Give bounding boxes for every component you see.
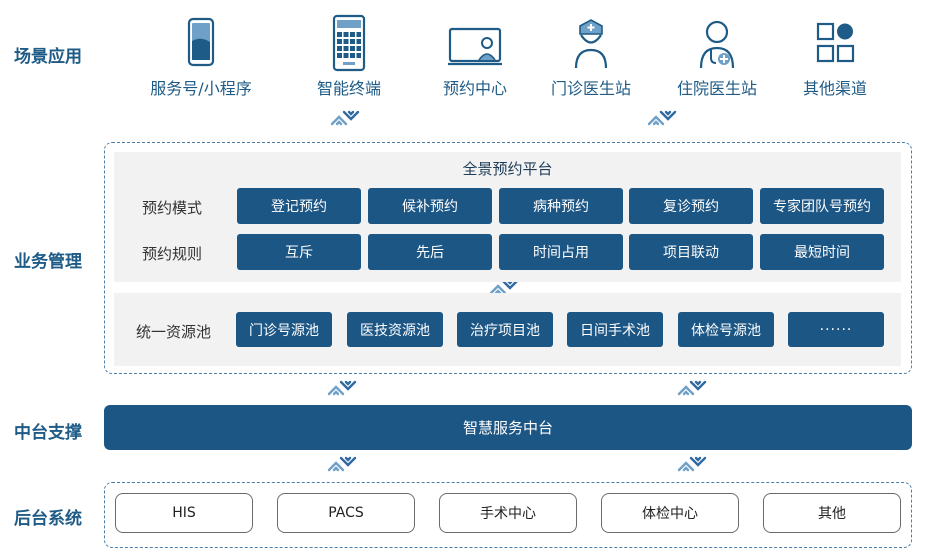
backend-system-surgery-center: 手术中心 (439, 493, 577, 533)
layer-label-business: 业务管理 (14, 252, 82, 272)
rule-tag-item-linkage: 项目联动 (629, 234, 753, 270)
scenario-label: 住院医生站 (676, 79, 757, 98)
monitor-doctor-icon (405, 14, 545, 72)
business-management-container (104, 142, 912, 374)
rule-tag-mutex: 互斥 (237, 234, 361, 270)
layer-label-middle: 中台支撑 (14, 423, 82, 443)
connector-arrow (330, 110, 360, 126)
pool-tag-day-surgery: 日间手术池 (567, 312, 663, 347)
scenario-item-smart-terminal: 智能终端 (279, 14, 419, 99)
scenario-label: 预约中心 (442, 79, 507, 98)
scenario-label: 其他渠道 (802, 79, 867, 98)
terminal-icon (279, 14, 419, 72)
rule-tag-time-occupancy: 时间占用 (499, 234, 623, 270)
scenario-item-inpatient-station: 住院医生站 (647, 14, 787, 99)
booking-rule-label: 预约规则 (142, 245, 203, 263)
scenario-label: 服务号/小程序 (150, 79, 252, 98)
backend-system-pacs: PACS (277, 493, 415, 533)
backend-system-other: 其他 (763, 493, 901, 533)
mode-tag-follow-up: 复诊预约 (629, 188, 753, 224)
grid-icon (765, 14, 905, 72)
connector-arrow (327, 380, 357, 396)
connector-arrow (677, 456, 707, 472)
scenario-item-other-channels: 其他渠道 (765, 14, 905, 99)
backend-system-exam-center: 体检中心 (601, 493, 739, 533)
backend-systems-container (104, 482, 912, 548)
platform-title: 全景预约平台 (462, 160, 553, 178)
phone-icon (131, 14, 271, 72)
pool-tag-physical-exam: 体检号源池 (678, 312, 774, 347)
pool-tag-medical-tech: 医技资源池 (347, 312, 443, 347)
layer-label-backend: 后台系统 (14, 509, 82, 529)
connector-arrow (677, 380, 707, 396)
mode-tag-expert-team: 专家团队号预约 (760, 188, 884, 224)
smart-service-middle-platform: 智慧服务中台 (104, 405, 912, 450)
scenario-item-booking-center: 预约中心 (405, 14, 545, 99)
layer-label-scenario: 场景应用 (14, 47, 82, 67)
connector-arrow (647, 110, 677, 126)
pool-tag-more: ······ (788, 312, 884, 347)
booking-mode-label: 预约模式 (142, 199, 203, 217)
resource-pool-label: 统一资源池 (136, 323, 212, 341)
scenario-item-outpatient-station: 门诊医生站 (521, 14, 661, 99)
connector-arrow (327, 456, 357, 472)
resource-pool-panel: 统一资源池 门诊号源池 医技资源池 治疗项目池 日间手术池 体检号源池 ····… (114, 293, 901, 366)
scenario-label: 门诊医生站 (550, 79, 631, 98)
booking-platform-panel: 全景预约平台 预约模式 预约规则 登记预约 候补预约 病种预约 复诊预约 专家团… (114, 152, 901, 282)
mode-tag-registration: 登记预约 (237, 188, 361, 224)
backend-system-his: HIS (115, 493, 253, 533)
scenario-item-service-account: 服务号/小程序 (131, 14, 271, 99)
scenario-label: 智能终端 (316, 79, 381, 98)
pool-tag-outpatient: 门诊号源池 (236, 312, 332, 347)
doctor-icon (647, 14, 787, 72)
rule-tag-sequence: 先后 (368, 234, 492, 270)
nurse-icon (521, 14, 661, 72)
rule-tag-shortest-time: 最短时间 (760, 234, 884, 270)
pool-tag-treatment: 治疗项目池 (457, 312, 553, 347)
mode-tag-disease: 病种预约 (499, 188, 623, 224)
mode-tag-waitlist: 候补预约 (368, 188, 492, 224)
